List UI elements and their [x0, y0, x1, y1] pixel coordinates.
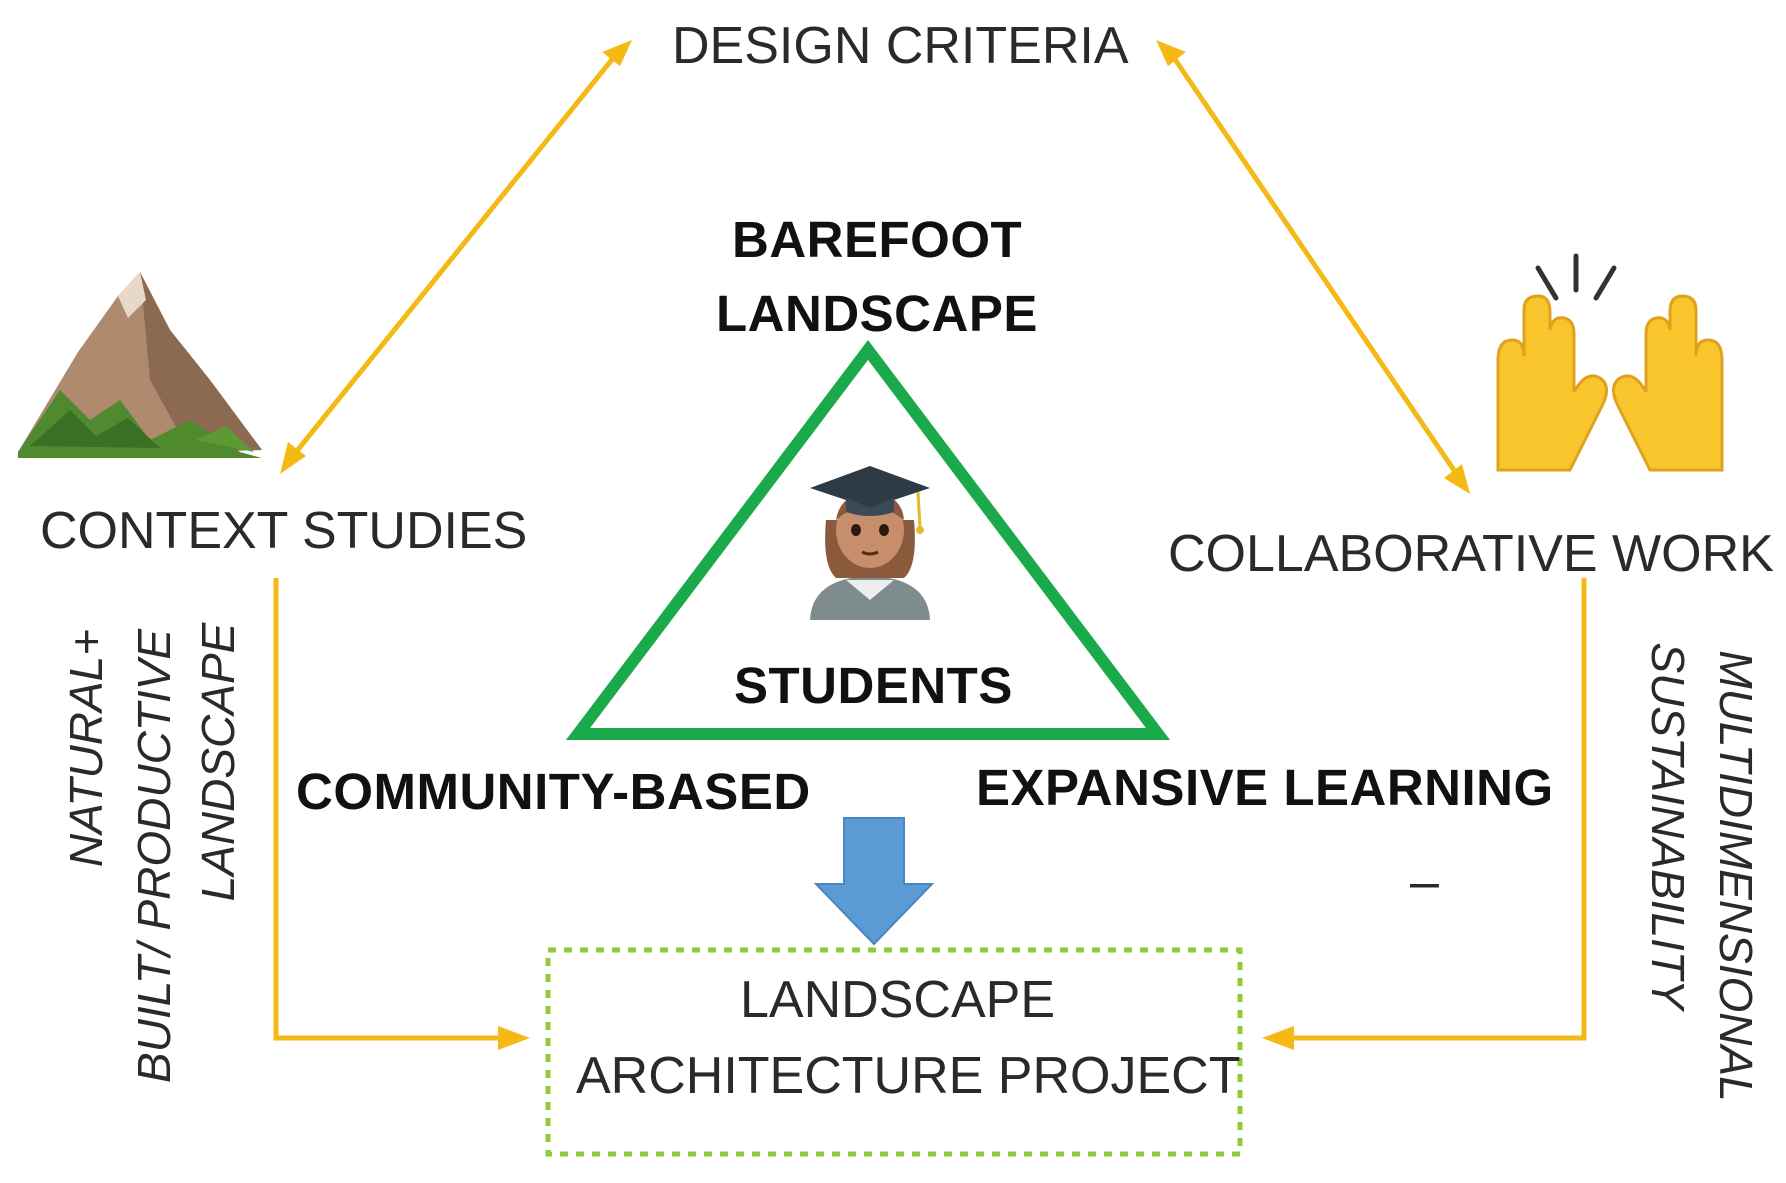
student-graduate-icon — [810, 466, 930, 620]
label-barefoot: BAREFOOT — [732, 211, 1023, 268]
side-label-natural: NATURAL+ — [60, 628, 112, 868]
down-arrow — [813, 817, 935, 946]
side-label-sustainability: SUSTAINABILITY — [1642, 642, 1694, 1010]
label-community-based: COMMUNITY-BASED — [296, 763, 811, 820]
side-label-built-productive: BUILT/ PRODUCTIVE — [128, 628, 180, 1084]
mountain-icon — [18, 272, 262, 458]
label-context-studies: CONTEXT STUDIES — [40, 502, 528, 560]
arrow-design-collab — [1156, 40, 1470, 494]
label-project-line1: LANDSCAPE — [740, 971, 1055, 1029]
label-students: STUDENTS — [734, 657, 1013, 714]
label-expansive-learning: EXPANSIVE LEARNING — [976, 759, 1554, 816]
arrow-collab-project — [1262, 578, 1587, 1050]
label-dash: – — [1410, 853, 1439, 911]
label-project-line2: ARCHITECTURE PROJECT — [576, 1047, 1241, 1105]
label-collaborative-work: COLLABORATIVE WORK — [1168, 525, 1774, 583]
label-design-criteria: DESIGN CRITERIA — [672, 17, 1129, 75]
students-triangle — [565, 340, 1171, 740]
arrow-design-context — [280, 40, 632, 474]
arrow-context-project — [273, 578, 530, 1050]
side-label-landscape: LANDSCAPE — [192, 622, 244, 902]
label-landscape: LANDSCAPE — [716, 285, 1038, 342]
side-label-multidimensional: MULTIDIMENSIONAL — [1710, 650, 1762, 1102]
raising-hands-icon — [1496, 253, 1724, 472]
